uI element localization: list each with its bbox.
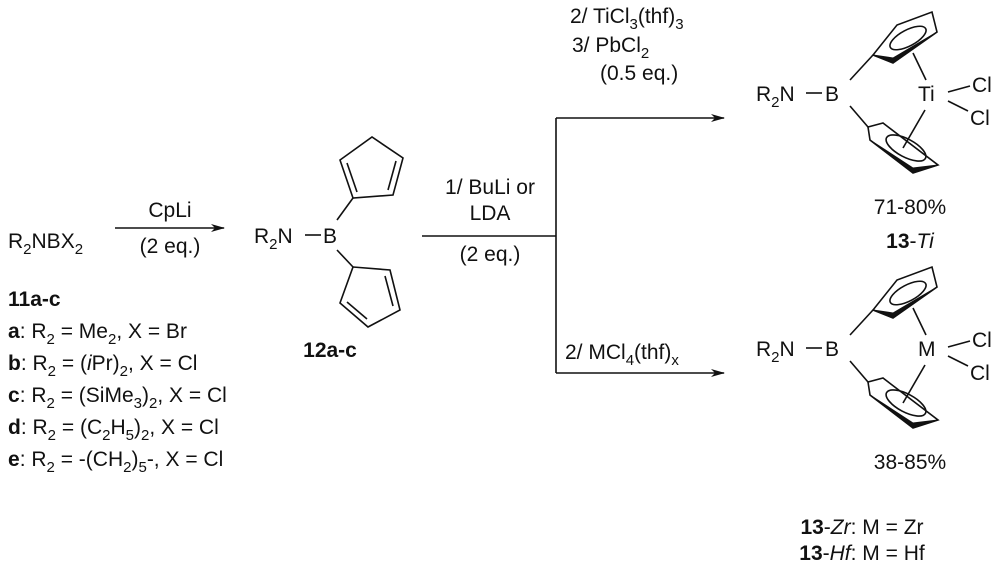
boron-atom: B	[323, 225, 337, 248]
chloride-ligand: Cl	[970, 362, 990, 385]
step2-equivalents: (2 eq.)	[460, 243, 521, 266]
upper-reagent-2: 3/ PbCl2	[572, 34, 649, 62]
chloride-ligand: Cl	[972, 74, 992, 97]
upper-reagent-1: 2/ TiCl3(thf)3	[570, 5, 684, 33]
list-item: c: R2 = (SiMe3)2, X = Cl	[8, 384, 227, 412]
intermediate-structure: R2N B 12a-c	[254, 136, 404, 362]
step2-line2: LDA	[470, 202, 511, 225]
intermediate-label: 12a-c	[303, 339, 357, 362]
m-product-structure: R2N B M Cl Cl	[756, 265, 992, 429]
step1-reagent: CpLi	[148, 199, 191, 222]
metal-atom: M	[918, 338, 936, 361]
chloride-ligand: Cl	[972, 329, 992, 352]
amine-group: R2N	[254, 225, 293, 253]
list-item: d: R2 = (C2H5)2, X = Cl	[8, 416, 219, 444]
hf-product-label: 13-Hf: M = Hf	[799, 542, 925, 565]
zr-product-label: 13-Zr: M = Zr	[800, 516, 923, 539]
upper-reagent-equivalents: (0.5 eq.)	[600, 62, 678, 85]
list-item: a: R2 = Me2, X = Br	[8, 320, 187, 348]
ti-product-structure: R2N B Ti Cl Cl 71-80% 13-Ti	[756, 10, 992, 253]
list-item: e: R2 = -(CH2)5-, X = Cl	[8, 448, 223, 476]
m-yield: 38-85%	[874, 451, 946, 474]
substituent-list: 11a-c a: R2 = Me2, X = Br b: R2 = (iPr)2…	[8, 288, 227, 476]
reactant-formula: R2NBX2	[8, 230, 83, 258]
amine-group: R2N	[756, 338, 795, 366]
cyclopentadiene-ring-top	[339, 136, 404, 199]
boron-atom: B	[825, 338, 839, 361]
ti-product-label: 13-Ti	[886, 230, 935, 253]
step2-line1: 1/ BuLi or	[445, 176, 535, 199]
metal-atom: Ti	[918, 83, 935, 106]
amine-group: R2N	[756, 83, 795, 111]
list-item: b: R2 = (iPr)2, X = Cl	[8, 352, 197, 380]
cyclopentadiene-ring-bottom	[339, 266, 401, 328]
ti-yield: 71-80%	[874, 196, 946, 219]
lower-reagent: 2/ MCl4(thf)x	[565, 341, 679, 369]
chloride-ligand: Cl	[970, 107, 990, 130]
list-title: 11a-c	[8, 288, 61, 311]
step1-equivalents: (2 eq.)	[140, 235, 201, 258]
boron-atom: B	[825, 83, 839, 106]
